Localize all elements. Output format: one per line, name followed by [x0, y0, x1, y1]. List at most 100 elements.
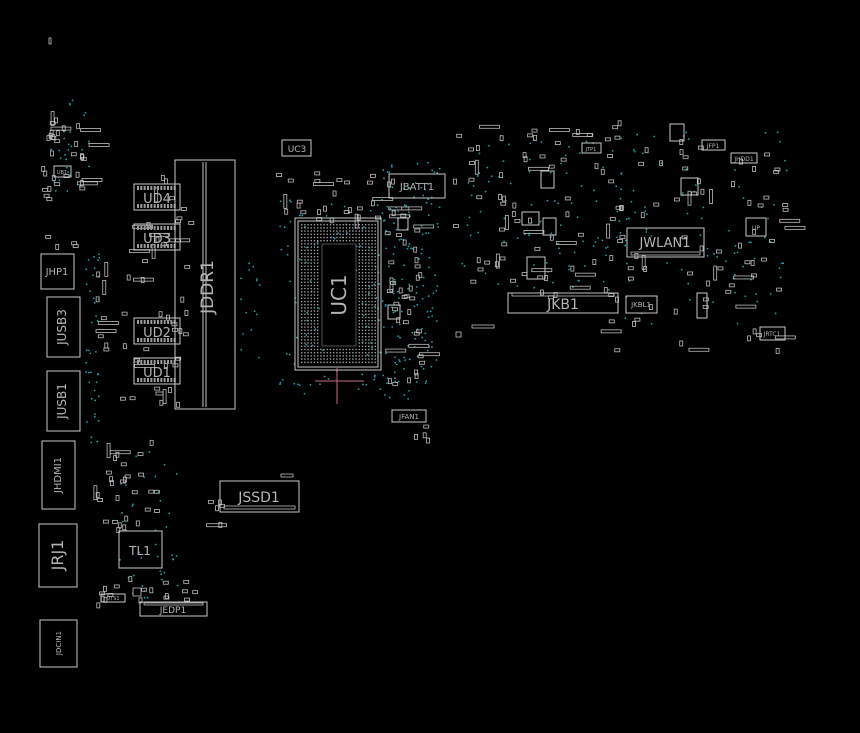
chip-pad: [167, 226, 169, 230]
bga-ball: [368, 358, 370, 360]
passive-part: [453, 224, 459, 228]
via: [362, 314, 365, 317]
via: [59, 157, 62, 160]
jusb1-connector[interactable]: JUSB1: [46, 370, 81, 432]
passive-part: [182, 332, 189, 337]
bga-ball: [374, 297, 376, 299]
bga-ball: [313, 268, 316, 271]
bga-ball: [371, 297, 373, 299]
jssd1-connector[interactable]: JSSD1: [219, 480, 300, 513]
jbatt1-connector[interactable]: JBATT1: [388, 173, 446, 199]
uc1-cpu[interactable]: UC1: [294, 217, 382, 404]
jfan1-connector[interactable]: JFAN1: [391, 409, 427, 423]
bga-ball: [304, 323, 306, 325]
via: [388, 171, 391, 174]
passive-part: [715, 249, 722, 254]
bga-ball: [313, 355, 316, 357]
bga-ball: [352, 236, 354, 239]
passive-part: [499, 135, 504, 142]
via: [470, 194, 473, 197]
bga-ball: [323, 240, 325, 242]
via: [645, 231, 648, 233]
bga-ball: [339, 348, 341, 351]
bga-ball: [358, 256, 360, 258]
passive-part: [528, 166, 549, 171]
jddr1-slot[interactable]: JDDR1: [174, 159, 236, 410]
via: [620, 188, 622, 191]
via: [138, 551, 141, 554]
jhdd1-connector[interactable]: JHDD1: [730, 152, 758, 164]
ud4-chip[interactable]: UD4: [133, 183, 181, 211]
chip-pad: [147, 338, 149, 342]
passive-part: [409, 296, 416, 301]
passive-part: [149, 587, 154, 594]
via: [424, 188, 426, 191]
passive-part: [155, 391, 164, 396]
via: [285, 352, 288, 355]
bga-ball: [368, 300, 370, 303]
bga-ball: [371, 294, 373, 296]
via: [432, 292, 435, 295]
bga-ball: [317, 294, 319, 296]
via: [398, 359, 400, 361]
bga-ball: [326, 227, 328, 229]
jrj1-connector[interactable]: JRJ1: [38, 523, 78, 588]
ud2-chip[interactable]: UD2: [133, 317, 181, 345]
jwlan1-connector[interactable]: JWLAN1: [626, 227, 705, 258]
bga-ball: [339, 355, 341, 357]
tl1-transformer[interactable]: TL1: [118, 530, 163, 569]
bga-ball: [320, 355, 322, 357]
jhp1-connector[interactable]: JHP1: [40, 253, 75, 290]
via: [553, 200, 556, 202]
via: [557, 202, 560, 205]
ub1-chip[interactable]: UB1: [53, 165, 72, 178]
passive-part: [43, 170, 48, 177]
jfp1-connector[interactable]: JFP1: [701, 139, 726, 151]
jusb3-connector[interactable]: JUSB3: [46, 296, 81, 358]
via: [143, 596, 146, 599]
bga-ball: [368, 316, 370, 319]
bga-ball: [358, 240, 360, 242]
bga-ball: [345, 348, 348, 351]
jkb1-connector[interactable]: JKB1: [507, 292, 619, 314]
uts1-chip[interactable]: UTS1: [100, 593, 126, 603]
passive-part: [111, 519, 118, 524]
bga-ball: [307, 294, 309, 296]
passive-part: [779, 218, 801, 223]
via: [90, 397, 93, 400]
via: [406, 247, 409, 250]
jtp1-connector[interactable]: JTP1: [581, 142, 602, 154]
passive-part: [343, 210, 350, 214]
passive-part: [188, 221, 195, 225]
bga-ball: [371, 236, 373, 239]
via: [436, 222, 439, 225]
jkbl1-connector[interactable]: JKBL1: [625, 295, 658, 314]
bga-ball: [310, 358, 312, 360]
bga-ball: [374, 233, 376, 235]
passive-part: [50, 135, 57, 140]
passive-part: [476, 195, 483, 200]
passive-part: [413, 331, 420, 336]
passive-part: [93, 485, 98, 501]
uc3-chip[interactable]: UC3: [281, 139, 312, 157]
via: [69, 174, 71, 177]
bga-ball: [365, 313, 367, 315]
via: [644, 210, 647, 212]
bga-ball: [313, 336, 316, 338]
bga-ball: [320, 236, 322, 239]
bga-ball: [307, 265, 309, 267]
bga-ball: [374, 358, 376, 360]
bga-ball: [365, 265, 367, 267]
ud3-chip[interactable]: UD3: [133, 223, 181, 251]
passive-part: [41, 166, 46, 172]
jhdmi1-connector[interactable]: JHDMI1: [41, 440, 76, 510]
jrtc1-connector[interactable]: JRTC1: [759, 326, 786, 341]
bga-ball: [374, 361, 376, 363]
passive-part: [81, 178, 103, 182]
ud1-chip[interactable]: UD1: [133, 357, 181, 385]
jedp1-connector[interactable]: JEDP1: [139, 601, 208, 617]
bga-ball: [349, 348, 351, 351]
up-chip[interactable]: UP: [745, 217, 767, 237]
jdcin1-connector[interactable]: JDCIN1: [39, 619, 78, 668]
passive-part: [396, 233, 402, 238]
